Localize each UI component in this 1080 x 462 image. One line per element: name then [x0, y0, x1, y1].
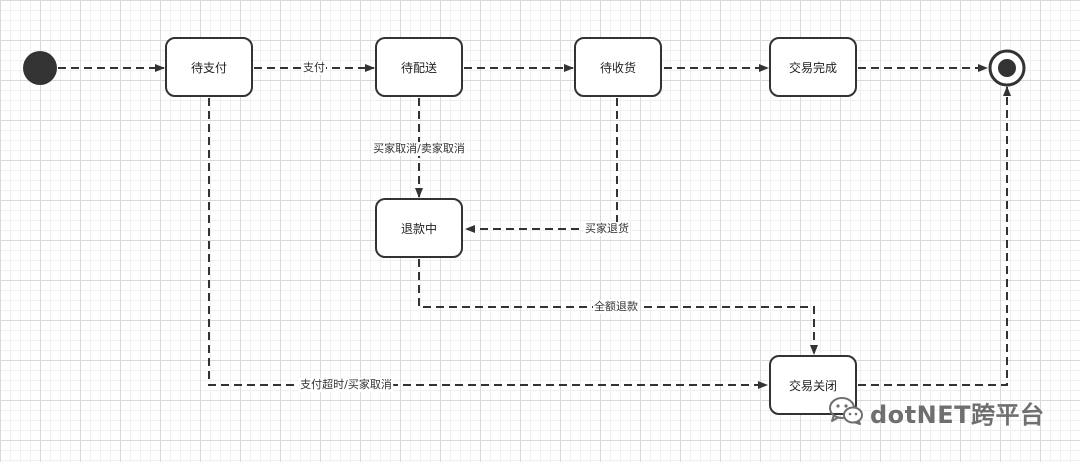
edge-timeout-cancel [208, 98, 768, 389]
edge-label-timeout-cancel: 支付超时/买家取消 [299, 378, 393, 392]
state-refunding: 退款中 [375, 198, 463, 258]
state-trade-closed: 交易关闭 [769, 355, 857, 415]
edge-return-goods [465, 98, 618, 233]
edge-label-pay: 支付 [302, 61, 326, 75]
final-state [988, 49, 1026, 87]
state-pending-receipt: 待收货 [574, 37, 662, 97]
edge-closed-to-end [858, 86, 1011, 386]
wechat-icon [828, 396, 864, 430]
edge-label-full-refund: 全额退款 [593, 300, 639, 314]
state-trade-complete: 交易完成 [769, 37, 857, 97]
state-pending-payment: 待支付 [165, 37, 253, 97]
watermark: dotNET跨平台 [828, 395, 1045, 430]
state-pending-delivery: 待配送 [375, 37, 463, 97]
initial-state [23, 51, 57, 85]
watermark-text: dotNET跨平台 [870, 401, 1045, 429]
edge-label-cancel: 买家取消/卖家取消 [372, 142, 466, 156]
edge-label-return-goods: 买家退货 [584, 222, 630, 236]
